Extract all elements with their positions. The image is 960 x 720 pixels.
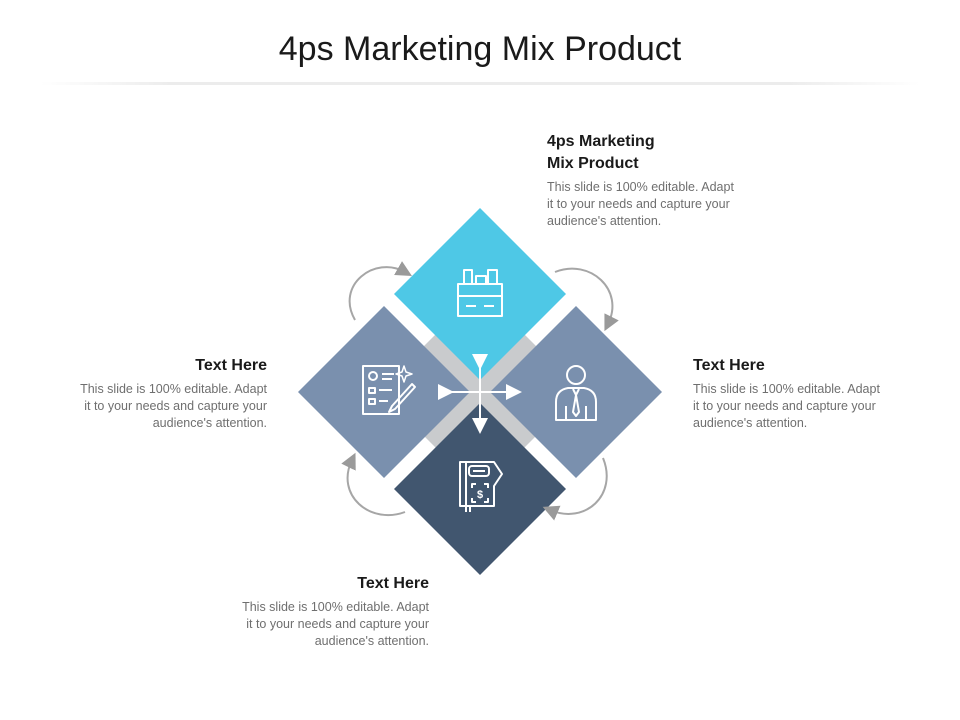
cycle-arrow-top-left bbox=[348, 261, 412, 321]
diamond-top bbox=[394, 208, 566, 380]
checklist-icon bbox=[362, 365, 416, 415]
top-body: This slide is 100% editable. Adapt it to… bbox=[547, 179, 777, 230]
text-block-bottom: Text Here This slide is 100% editable. A… bbox=[200, 573, 429, 650]
bottom-body-line: it to your needs and capture your bbox=[246, 617, 429, 631]
top-heading-line-2: Mix Product bbox=[547, 155, 639, 172]
right-body-line: it to your needs and capture your bbox=[693, 399, 876, 413]
text-block-right: Text Here This slide is 100% editable. A… bbox=[693, 355, 923, 432]
price-tag-icon: $ bbox=[459, 461, 503, 512]
top-heading: 4ps Marketing Mix Product bbox=[547, 131, 777, 175]
left-heading: Text Here bbox=[195, 357, 267, 374]
diamond-left bbox=[298, 306, 470, 478]
cycle-arrow-bottom-right bbox=[542, 457, 608, 521]
right-body-line: This slide is 100% editable. Adapt bbox=[693, 382, 880, 396]
center-cross-arrows bbox=[438, 354, 522, 434]
svg-text:$: $ bbox=[477, 489, 483, 501]
right-heading: Text Here bbox=[693, 357, 765, 374]
title-divider bbox=[40, 82, 920, 85]
top-body-line: This slide is 100% editable. Adapt bbox=[547, 180, 734, 194]
top-heading-line-1: 4ps Marketing bbox=[547, 133, 655, 150]
text-block-top: 4ps Marketing Mix Product This slide is … bbox=[547, 131, 777, 230]
bottom-body-line: This slide is 100% editable. Adapt bbox=[242, 600, 429, 614]
left-body: This slide is 100% editable. Adapt it to… bbox=[40, 381, 267, 432]
left-body-line: audience's attention. bbox=[152, 416, 267, 430]
toolbox-icon bbox=[457, 269, 503, 317]
bottom-heading: Text Here bbox=[357, 575, 429, 592]
bottom-body: This slide is 100% editable. Adapt it to… bbox=[200, 599, 429, 650]
right-body: This slide is 100% editable. Adapt it to… bbox=[693, 381, 923, 432]
businessman-icon bbox=[555, 365, 597, 421]
page-title: 4ps Marketing Mix Product bbox=[278, 30, 682, 68]
top-body-line: audience's attention. bbox=[547, 214, 662, 228]
diamond-right bbox=[490, 306, 662, 478]
cycle-arrow-top-right bbox=[554, 267, 619, 332]
text-block-left: Text Here This slide is 100% editable. A… bbox=[40, 355, 267, 432]
cycle-arrow-bottom-left bbox=[341, 452, 406, 517]
right-body-line: audience's attention. bbox=[693, 416, 808, 430]
top-body-line: it to your needs and capture your bbox=[547, 197, 730, 211]
cycle-arrows bbox=[341, 261, 619, 521]
left-body-line: This slide is 100% editable. Adapt bbox=[80, 382, 267, 396]
left-body-line: it to your needs and capture your bbox=[84, 399, 267, 413]
bottom-body-line: audience's attention. bbox=[314, 634, 429, 648]
diamond-bottom bbox=[394, 403, 566, 575]
